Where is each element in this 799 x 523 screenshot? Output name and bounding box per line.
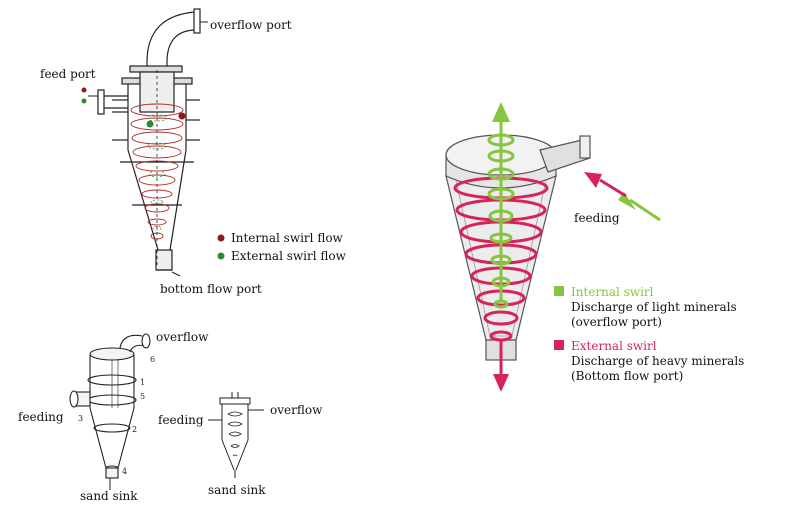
- feed-port-label: feed port: [40, 67, 96, 81]
- legend-external-desc-2: (Bottom flow port): [571, 369, 683, 383]
- legend-external-dot: [217, 252, 225, 260]
- legend-external-swirl-label: External swirl: [571, 339, 657, 353]
- feeding-arrows: [584, 172, 661, 222]
- exterior-sand-sink-label: sand sink: [80, 489, 138, 503]
- internal-swirl-arrow: [492, 102, 510, 300]
- exterior-feeding-label: feeding: [18, 410, 64, 424]
- legend-internal-desc-1: Discharge of light minerals: [571, 300, 737, 314]
- legend-internal-swatch: [554, 286, 564, 296]
- part-number-5: 5: [140, 392, 145, 401]
- small-overflow-label: overflow: [270, 403, 323, 417]
- legend-external-swatch: [554, 340, 564, 350]
- part-number-3: 3: [78, 414, 83, 423]
- small-cyclone-diagram: [208, 392, 264, 478]
- cyclone-red-spiral: [130, 103, 184, 240]
- bottom-flow-port-label: bottom flow port: [160, 282, 262, 296]
- part-number-2: 2: [132, 425, 137, 434]
- swirl-feeding-label: feeding: [574, 211, 620, 225]
- legend-internal-desc-2: (overflow port): [571, 315, 662, 329]
- cyclone-exterior-view: [69, 333, 151, 479]
- cyclone-red-marker: [178, 112, 186, 120]
- cyclone-cross-section: [97, 8, 201, 271]
- exterior-overflow-label: overflow: [156, 330, 209, 344]
- small-sand-sink-label: sand sink: [208, 483, 266, 497]
- part-number-6: 6: [150, 355, 155, 364]
- cyclone-green-spiral: [146, 114, 168, 231]
- legend-internal-swirl-label: Internal swirl: [571, 285, 654, 299]
- external-swirl-arrow: [493, 340, 509, 392]
- part-number-1: 1: [140, 378, 145, 387]
- cyclone-green-marker: [146, 120, 154, 128]
- feed-green-dot: [81, 98, 87, 104]
- legend-external-label: External swirl flow: [231, 249, 347, 263]
- small-feeding-label: feeding: [158, 413, 204, 427]
- feed-red-dot: [81, 87, 87, 93]
- legend-internal-dot: [217, 234, 225, 242]
- part-number-4: 4: [122, 467, 127, 476]
- legend-external-desc-1: Discharge of heavy minerals: [571, 354, 744, 368]
- legend-internal-label: Internal swirl flow: [231, 231, 344, 245]
- overflow-port-label: overflow port: [210, 18, 292, 32]
